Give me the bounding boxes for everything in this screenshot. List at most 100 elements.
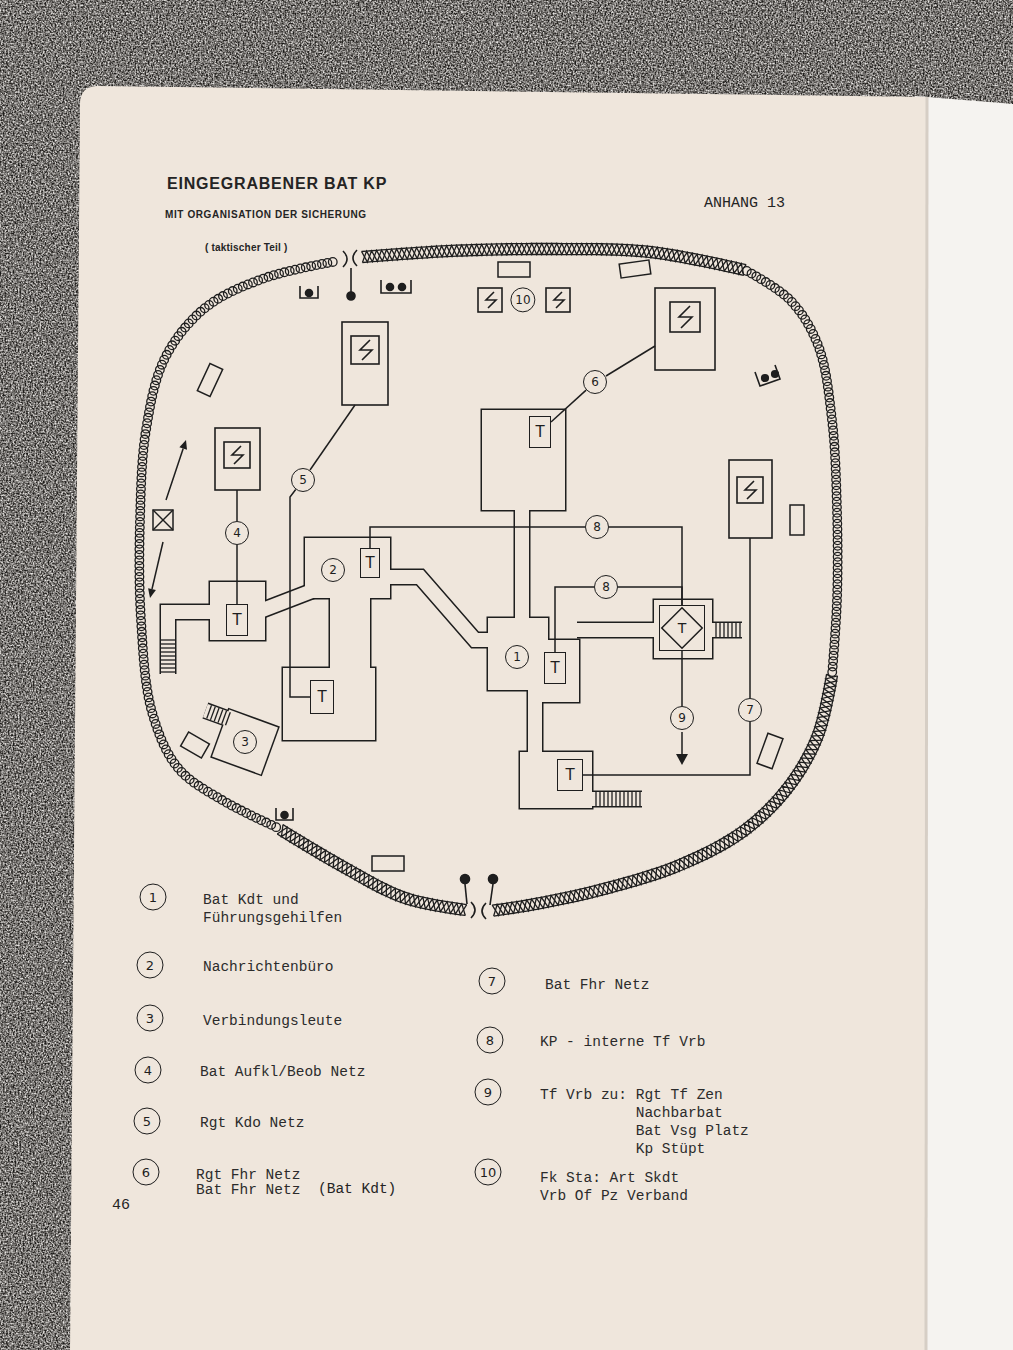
telephone-box: T bbox=[310, 680, 334, 714]
concertina-wire bbox=[155, 730, 164, 739]
radio-station bbox=[546, 288, 570, 312]
sentry-post bbox=[347, 268, 498, 905]
reserve-position bbox=[152, 449, 183, 590]
callout-circle: 9 bbox=[670, 706, 694, 730]
concertina-wire bbox=[328, 258, 337, 267]
telephone-line bbox=[290, 490, 310, 697]
guard-post bbox=[399, 284, 406, 291]
concertina-wire bbox=[275, 269, 284, 278]
telephone-line bbox=[618, 587, 682, 605]
node-label: T bbox=[317, 690, 326, 705]
stairs bbox=[715, 623, 716, 637]
sentry-post bbox=[347, 292, 355, 300]
appendix-number: ANHANG 13 bbox=[704, 195, 785, 212]
stairs bbox=[218, 709, 223, 722]
leader-line bbox=[310, 405, 355, 470]
concertina-wire bbox=[154, 371, 163, 380]
guard-post bbox=[381, 280, 411, 293]
reserve-position bbox=[153, 510, 173, 530]
telephone-line bbox=[236, 545, 238, 604]
bunker-outline bbox=[168, 410, 742, 808]
stairs bbox=[623, 792, 624, 806]
sentry-post bbox=[350, 268, 352, 292]
guard-post bbox=[772, 371, 779, 378]
telephone-box: T bbox=[557, 759, 583, 791]
callout-circle: 8 bbox=[594, 575, 618, 599]
concertina-wire bbox=[150, 714, 159, 723]
leader-line bbox=[749, 538, 751, 698]
stairs bbox=[210, 707, 215, 720]
gate bbox=[343, 251, 347, 267]
wire-entanglement bbox=[494, 676, 838, 916]
leader-line bbox=[606, 346, 655, 376]
stairs bbox=[607, 792, 608, 806]
facing-page bbox=[915, 96, 1013, 1350]
concertina-wire bbox=[809, 330, 818, 339]
vehicle-position bbox=[181, 732, 210, 758]
concertina-wire bbox=[254, 276, 263, 285]
callout-circle: 8 bbox=[585, 515, 609, 539]
reserve-position bbox=[153, 510, 173, 530]
stairs bbox=[611, 792, 612, 806]
legend-text: Bat Kdt und Führungsgehilfen bbox=[203, 891, 347, 927]
radio-station bbox=[729, 460, 772, 538]
gate bbox=[482, 903, 486, 919]
callout-circle: 6 bbox=[583, 370, 607, 394]
page-fold bbox=[926, 97, 927, 1350]
legend-number: 2 bbox=[137, 952, 164, 979]
concertina-wire bbox=[153, 725, 162, 734]
stairs bbox=[619, 792, 620, 806]
wire-entanglement bbox=[277, 834, 465, 915]
wire-entanglement bbox=[494, 676, 838, 916]
wire-entanglement bbox=[362, 243, 746, 274]
gate bbox=[343, 250, 486, 919]
telephone-line bbox=[583, 722, 750, 775]
concertina-wire bbox=[272, 823, 281, 832]
node-label: T bbox=[550, 661, 559, 676]
concertina-wire bbox=[156, 366, 165, 375]
stairs bbox=[226, 712, 231, 725]
leader-line bbox=[237, 346, 750, 755]
page-number: 46 bbox=[112, 1197, 130, 1214]
legend-text: KP - interne Tf Vrb bbox=[540, 1033, 705, 1051]
subtitle-note: ( taktischer Teil ) bbox=[205, 242, 288, 253]
concertina-wire bbox=[262, 818, 271, 827]
node-label: 8 bbox=[486, 1034, 494, 1047]
legend-number: 9 bbox=[475, 1079, 502, 1106]
paper-page bbox=[70, 86, 928, 1350]
concertina-wire bbox=[815, 345, 824, 354]
bunker-outline bbox=[168, 505, 742, 799]
node-label: 7 bbox=[488, 975, 496, 988]
node-label: 4 bbox=[144, 1064, 152, 1077]
telephone-line bbox=[555, 587, 594, 652]
wire-entanglement bbox=[492, 674, 836, 915]
concertina-wire bbox=[828, 668, 837, 677]
bunker-outline bbox=[210, 410, 712, 808]
node-label: 1 bbox=[513, 651, 521, 663]
diagram-title: EINGEGRABENER BAT KP bbox=[167, 175, 387, 193]
vehicle-position bbox=[619, 260, 651, 278]
node-label: T bbox=[535, 425, 544, 440]
stairs bbox=[214, 708, 219, 721]
vehicle-position bbox=[790, 505, 804, 535]
stairs bbox=[731, 623, 732, 637]
stairs bbox=[161, 663, 176, 664]
concertina-wire bbox=[244, 280, 253, 289]
guard-post bbox=[300, 286, 318, 298]
concertina-wire bbox=[259, 274, 268, 283]
stairs bbox=[735, 623, 736, 637]
node-label: 8 bbox=[602, 581, 610, 593]
node-label: 3 bbox=[146, 1012, 154, 1025]
node-label: T bbox=[365, 556, 374, 571]
stairs bbox=[161, 659, 176, 660]
radio-station bbox=[554, 292, 564, 308]
callout-circle: 1 bbox=[505, 645, 529, 669]
telephone-box: T bbox=[360, 548, 380, 578]
stairs bbox=[161, 667, 176, 668]
node-label: 8 bbox=[593, 521, 601, 533]
vehicle-position bbox=[181, 260, 804, 871]
stairs bbox=[739, 623, 740, 637]
